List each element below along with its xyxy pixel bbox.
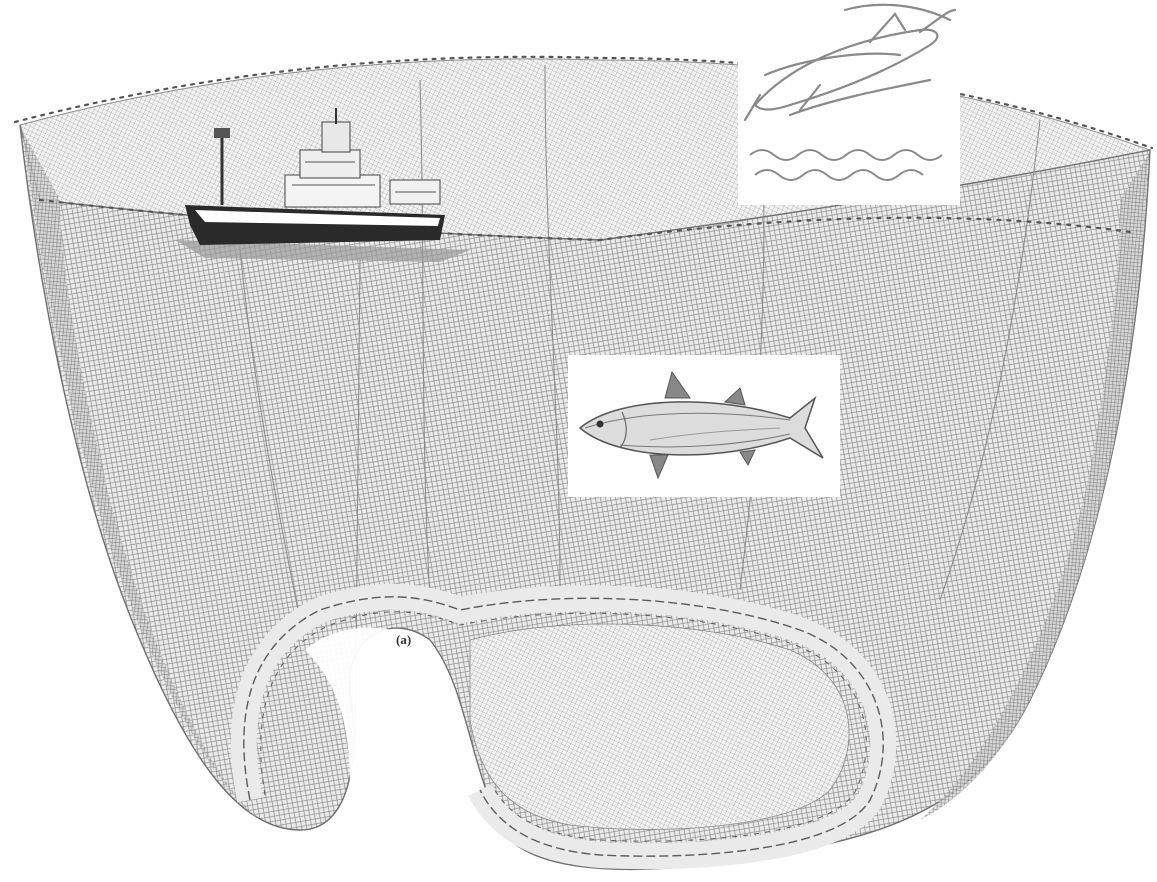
dolphin-inset: [738, 5, 960, 205]
tuna-inset: [568, 355, 840, 497]
net-bottom-pocket: [470, 624, 849, 829]
marker-label: (a): [396, 632, 411, 647]
